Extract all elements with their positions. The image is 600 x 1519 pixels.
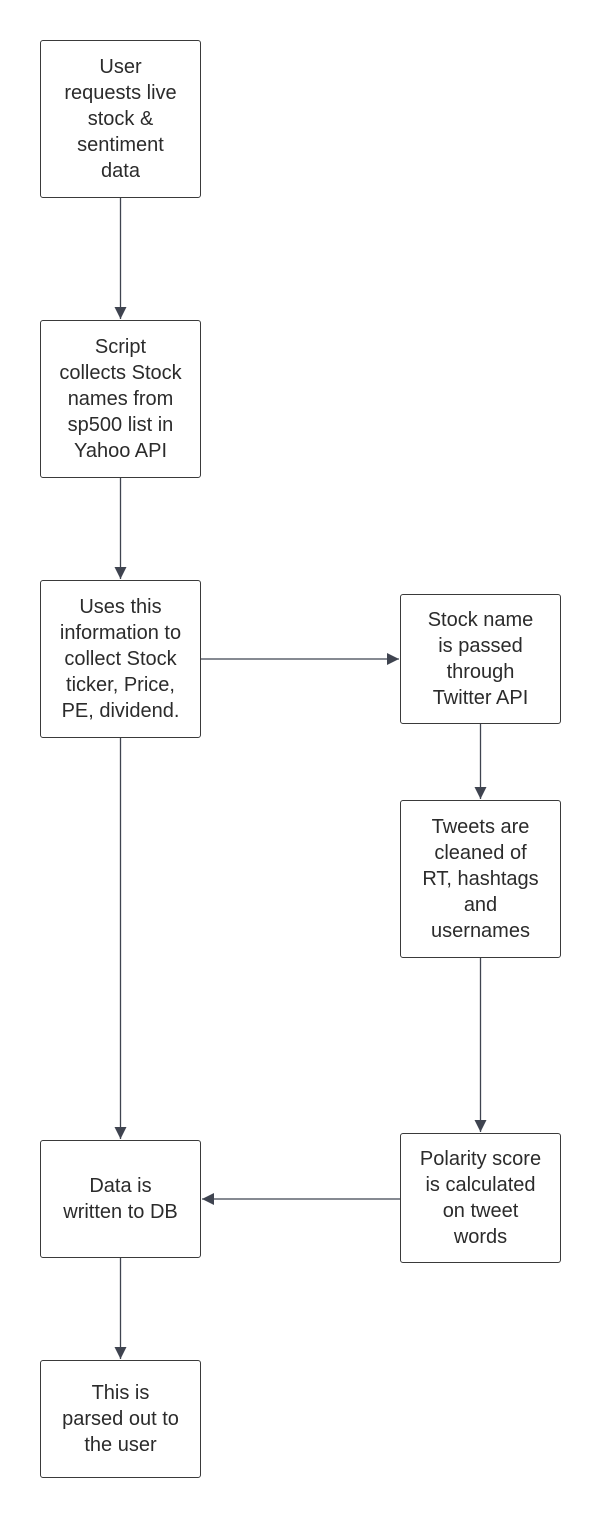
node-polarity-label: Polarity score is calculated on tweet wo… — [419, 1148, 542, 1248]
node-twitter-api-label: Stock name is passed through Twitter API — [427, 609, 534, 709]
node-write-db: Data is written to DB — [40, 1140, 201, 1258]
node-collect-info-label: Uses this information to collect Stock t… — [59, 596, 182, 722]
node-user-request-label: User requests live stock & sentiment dat… — [64, 56, 177, 182]
node-polarity: Polarity score is calculated on tweet wo… — [400, 1133, 561, 1263]
node-clean-tweets-label: Tweets are cleaned of RT, hashtags and u… — [422, 816, 539, 942]
node-parse-user: This is parsed out to the user — [40, 1360, 201, 1478]
node-user-request: User requests live stock & sentiment dat… — [40, 40, 201, 198]
node-parse-user-label: This is parsed out to the user — [62, 1382, 179, 1456]
node-collect-names-label: Script collects Stock names from sp500 l… — [59, 336, 182, 462]
node-write-db-label: Data is written to DB — [63, 1175, 178, 1223]
node-twitter-api: Stock name is passed through Twitter API — [400, 594, 561, 724]
node-collect-info: Uses this information to collect Stock t… — [40, 580, 201, 738]
node-collect-names: Script collects Stock names from sp500 l… — [40, 320, 201, 478]
node-clean-tweets: Tweets are cleaned of RT, hashtags and u… — [400, 800, 561, 958]
